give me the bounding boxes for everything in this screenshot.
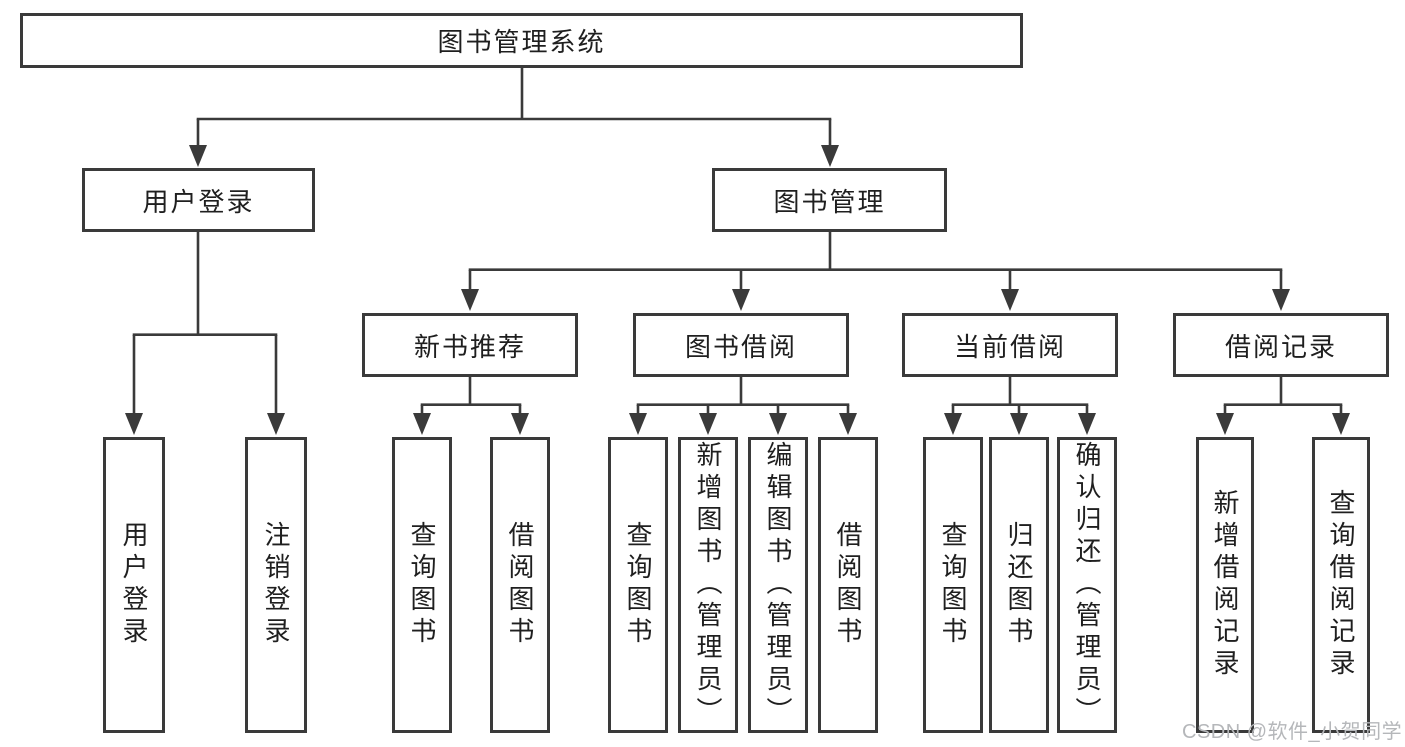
- node-book-management: 图书管理: [712, 168, 947, 232]
- node-label: 图书管理: [773, 186, 886, 217]
- node-label: 当前借阅: [953, 331, 1066, 362]
- node-label: 借阅记录: [1224, 331, 1337, 362]
- leaf-label: 确认归还（管理员）: [1072, 441, 1102, 729]
- leaf-return-book: 归还图书: [989, 437, 1049, 733]
- node-label: 图书管理系统: [437, 27, 606, 57]
- leaf-label: 用户登录: [119, 521, 149, 649]
- leaf-label: 借阅图书: [505, 521, 535, 649]
- node-book-borrow: 图书借阅: [633, 313, 849, 377]
- node-current-borrow: 当前借阅: [902, 313, 1118, 377]
- node-new-book-recommend: 新书推荐: [362, 313, 578, 377]
- leaf-label: 归还图书: [1004, 521, 1034, 649]
- leaf-logout: 注销登录: [245, 437, 307, 733]
- watermark: CSDN @软件_小贺同学: [1182, 721, 1403, 743]
- node-user-login: 用户登录: [82, 168, 315, 232]
- leaf-add-book-admin: 新增图书（管理员）: [678, 437, 738, 733]
- node-borrow-records: 借阅记录: [1173, 313, 1389, 377]
- leaf-label: 查询图书: [938, 521, 968, 649]
- node-root: 图书管理系统: [20, 13, 1023, 68]
- leaf-label: 注销登录: [261, 521, 291, 649]
- leaf-add-borrow-record: 新增借阅记录: [1196, 437, 1254, 733]
- leaf-label: 查询借阅记录: [1326, 489, 1356, 681]
- leaf-confirm-return-admin: 确认归还（管理员）: [1057, 437, 1117, 733]
- arrowheads: [125, 145, 1350, 435]
- leaf-query-book-borrow: 查询图书: [608, 437, 668, 733]
- leaf-label: 查询图书: [407, 521, 437, 649]
- leaf-user-login: 用户登录: [103, 437, 165, 733]
- leaf-label: 新增借阅记录: [1210, 489, 1240, 681]
- node-label: 图书借阅: [684, 331, 797, 362]
- leaf-edit-book-admin: 编辑图书（管理员）: [748, 437, 808, 733]
- node-label: 用户登录: [142, 186, 255, 217]
- leaf-query-book-recommend: 查询图书: [392, 437, 452, 733]
- leaf-label: 借阅图书: [833, 521, 863, 649]
- leaf-borrow-book-recommend: 借阅图书: [490, 437, 550, 733]
- leaf-label: 新增图书（管理员）: [693, 441, 723, 729]
- leaf-borrow-book: 借阅图书: [818, 437, 878, 733]
- leaf-query-book-current: 查询图书: [923, 437, 983, 733]
- leaf-label: 编辑图书（管理员）: [763, 441, 793, 729]
- node-label: 新书推荐: [413, 331, 526, 362]
- leaf-query-borrow-record: 查询借阅记录: [1312, 437, 1370, 733]
- leaf-label: 查询图书: [623, 521, 653, 649]
